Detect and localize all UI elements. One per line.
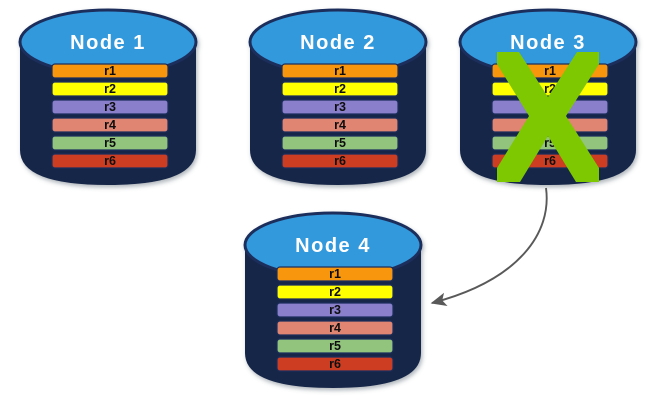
node-1[interactable]: Node 1 r1 r2 r3 r4 [18,8,198,185]
node-4-row-r6-label: r6 [329,357,341,371]
node-1-row-r5-bar [51,135,169,151]
node-4-row-r4-label: r4 [329,321,341,335]
node-2-row-r4-label: r4 [334,118,346,132]
node-4-row-r5-bar [276,338,394,354]
node-1-title: Node 1 [70,32,146,54]
node-1-row-r6-label: r6 [104,154,116,168]
node-2-row-r3-bar [281,99,399,115]
node-1-row-r2[interactable]: r2 [51,81,169,97]
node-3-row-r2-label: r2 [544,82,556,96]
node-1-row-r5[interactable]: r5 [51,135,169,151]
node-2-row-r3[interactable]: r3 [281,99,399,115]
node-4-rows: r1 r2 r3 r4 r5 [276,266,394,372]
node-2-row-r2[interactable]: r2 [281,81,399,97]
x-mark-shape [497,52,599,182]
node-3-title: Node 3 [510,32,586,54]
node-2-row-r4[interactable]: r4 [281,117,399,133]
node-2-row-r1-label: r1 [334,64,346,78]
node-2-row-r5-label: r5 [334,136,346,150]
node-4-row-r5[interactable]: r5 [276,338,394,354]
node-4-row-r3-bar [276,302,394,318]
node-2-row-r6-bar [281,153,399,169]
node-2-row-r1[interactable]: r1 [281,63,399,79]
node-3-row-r5-label: r5 [544,136,556,150]
node-1-rows: r1 r2 r3 r4 r5 [51,63,169,169]
node-4-row-r4-bar [276,320,394,336]
x-mark-icon [497,52,599,182]
node-4-row-r2[interactable]: r2 [276,284,394,300]
node-2-row-r2-bar [281,81,399,97]
node-4-title: Node 4 [295,235,371,257]
failover-arrow [430,187,548,307]
node-2-title: Node 2 [300,32,376,54]
node-1-row-r1[interactable]: r1 [51,63,169,79]
node-4-row-r5-label: r5 [329,339,341,353]
node-4-row-r1-bar [276,266,394,282]
node-2[interactable]: Node 2 r1 r2 r3 r4 [248,8,428,185]
failover-arrow-line [430,187,548,307]
node-1-row-r5-label: r5 [104,136,116,150]
node-4-row-r1-label: r1 [329,267,341,281]
node-4-row-r3[interactable]: r3 [276,302,394,318]
node-1-row-r6-bar [51,153,169,169]
node-2-row-r6-label: r6 [334,154,346,168]
node-2-row-r4-bar [281,117,399,133]
node-1-row-r6[interactable]: r6 [51,153,169,169]
node-3-row-r1-label: r1 [544,64,556,78]
node-1-row-r1-label: r1 [104,64,116,78]
node-4-row-r3-label: r3 [329,303,341,317]
node-1-row-r4-label: r4 [104,118,116,132]
node-1-row-r4[interactable]: r4 [51,117,169,133]
node-1-row-r2-bar [51,81,169,97]
node-4-row-r2-label: r2 [329,285,341,299]
node-4[interactable]: Node 4 r1 r2 r3 r4 [243,211,423,388]
node-1-row-r1-bar [51,63,169,79]
node-2-row-r2-label: r2 [334,82,346,96]
node-1-row-r2-label: r2 [104,82,116,96]
node-4-row-r6[interactable]: r6 [276,356,394,372]
node-4-row-r4[interactable]: r4 [276,320,394,336]
node-2-row-r5[interactable]: r5 [281,135,399,151]
node-4-row-r6-bar [276,356,394,372]
node-2-row-r6[interactable]: r6 [281,153,399,169]
node-1-row-r3-label: r3 [104,100,116,114]
node-2-row-r3-label: r3 [334,100,346,114]
node-1-row-r3-bar [51,99,169,115]
node-4-row-r2-bar [276,284,394,300]
node-3-row-r6-label: r6 [544,154,556,168]
node-1-row-r3[interactable]: r3 [51,99,169,115]
node-1-row-r4-bar [51,117,169,133]
node-2-row-r5-bar [281,135,399,151]
node-2-rows: r1 r2 r3 r4 r5 [281,63,399,169]
node-4-row-r1[interactable]: r1 [276,266,394,282]
node-2-row-r1-bar [281,63,399,79]
